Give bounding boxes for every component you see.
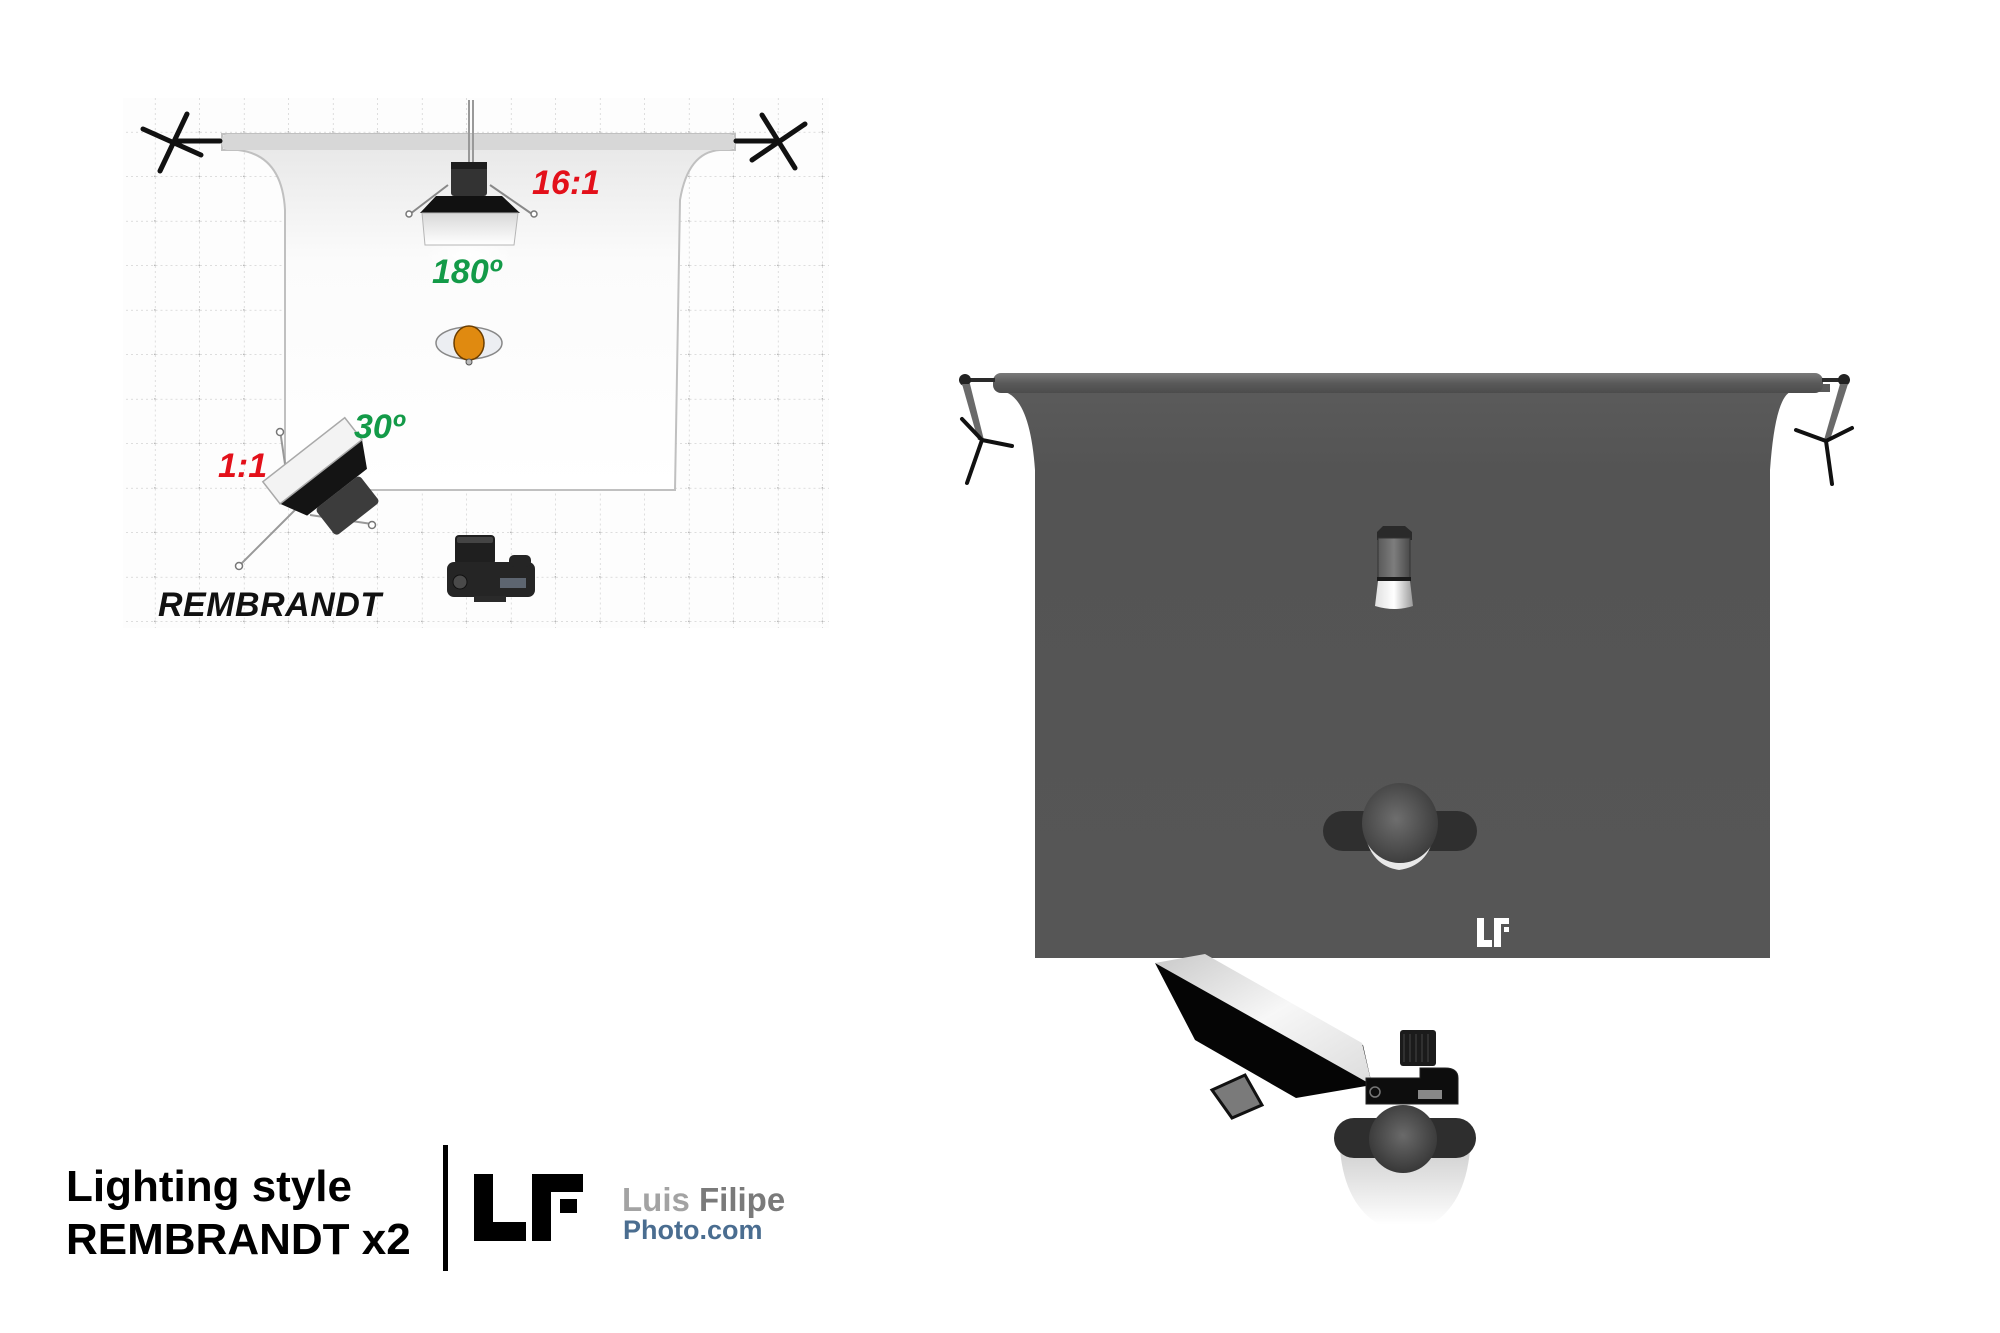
camera-3d-icon xyxy=(1365,1030,1459,1105)
brand-name-first: Luis xyxy=(622,1181,690,1218)
key-light-softbox-icon xyxy=(1155,954,1372,1120)
key-light-softbox-icon xyxy=(234,416,384,571)
caption-divider xyxy=(443,1145,448,1271)
camera-icon xyxy=(447,535,535,602)
top-view-diagram: 16:1 180º 30º 1:1 REMBRANDT xyxy=(0,0,900,660)
lf-logo-icon xyxy=(474,1174,584,1241)
subject-icon xyxy=(435,325,503,366)
back-light-angle-label: 180º xyxy=(432,253,502,291)
caption-line-1: Lighting style xyxy=(66,1162,352,1211)
lighting-style-label: REMBRANDT xyxy=(158,586,382,624)
caption-line-2: REMBRANDT x2 xyxy=(66,1215,411,1264)
lf-watermark xyxy=(1477,918,1509,947)
background-strobe-icon xyxy=(1375,526,1413,609)
key-light-angle-label: 30º xyxy=(354,408,405,446)
left-background-stand-icon xyxy=(959,374,1014,485)
subject-person-icon xyxy=(1323,783,1477,870)
top-view-illustration xyxy=(123,98,829,628)
backdrop-roll xyxy=(222,134,735,150)
caption-title: Lighting style REMBRANDT x2 xyxy=(66,1160,411,1266)
brand-name: Luis Filipe xyxy=(622,1183,785,1216)
right-stand-icon xyxy=(733,112,808,171)
brand-name-last: Filipe xyxy=(699,1181,786,1218)
back-light-softbox-icon xyxy=(405,100,538,273)
backdrop-paper xyxy=(221,133,736,491)
photographer-icon xyxy=(1334,1105,1476,1225)
right-background-stand-icon xyxy=(1794,374,1854,486)
key-light-ratio-label: 1:1 xyxy=(218,447,268,485)
left-stand-icon xyxy=(140,111,223,174)
backdrop-roll xyxy=(993,373,1823,393)
gray-backdrop xyxy=(1005,384,1830,958)
brand-domain: Photo.com xyxy=(623,1215,763,1245)
back-light-ratio-label: 16:1 xyxy=(532,164,601,202)
